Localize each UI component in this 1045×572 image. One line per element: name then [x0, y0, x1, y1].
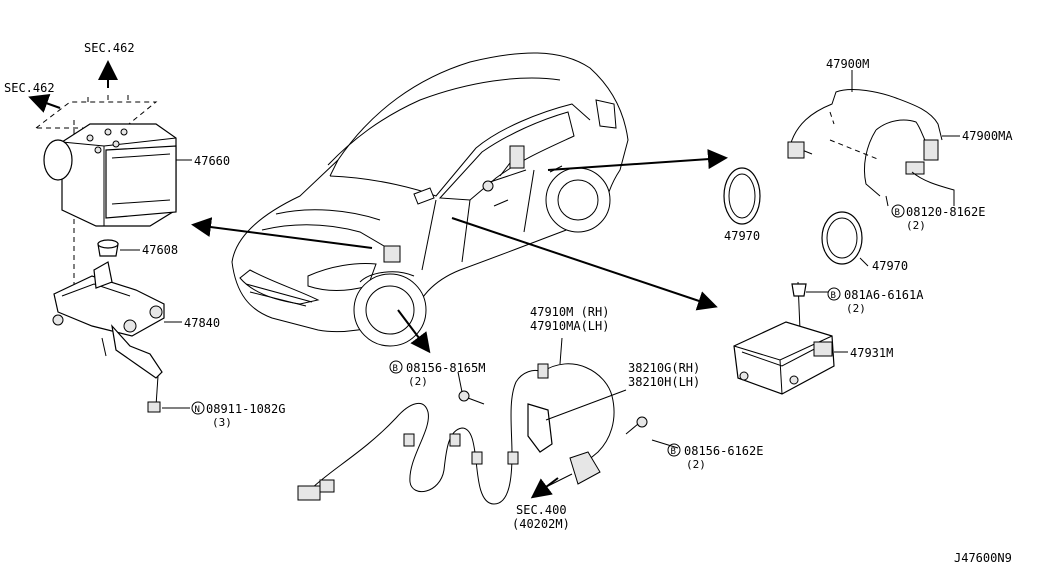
bolt-clip-prefix: B	[671, 447, 676, 457]
sec462-arrow-left	[28, 93, 61, 113]
control-unit-part	[733, 281, 848, 395]
part-47970-b-label: 47970	[872, 259, 908, 273]
bolt-ctrl-qty: (2)	[846, 302, 866, 315]
part-08156-6162e-label: 08156-6162E	[684, 444, 763, 458]
diagram-id: J47600N9	[954, 551, 1012, 565]
rear-sensor-part	[787, 89, 955, 207]
abs-actuator-part	[34, 92, 192, 300]
front-sensor-part	[297, 337, 679, 505]
bolt-rear-callout: B 08120-8162E (2)	[891, 204, 985, 232]
part-38210h-label: 38210H(LH)	[628, 375, 700, 389]
part-47840-label: 47840	[184, 316, 220, 330]
part-47900m-label: 47900M	[826, 57, 869, 71]
bolt-ctrl-prefix: B	[831, 291, 836, 301]
part-08911-1082g-label: 08911-1082G	[206, 402, 285, 416]
leader-arrows	[191, 149, 728, 354]
sec462-top-label: SEC.462	[84, 41, 135, 55]
part-47970-a-label: 47970	[724, 229, 760, 243]
sec400-label: SEC.400	[516, 503, 567, 517]
nut-prefix: N	[195, 405, 200, 415]
vehicle-illustration	[231, 52, 629, 347]
bolt-front-callout: B 08156-8165M (2)	[389, 360, 485, 388]
bolt-clip-qty: (2)	[686, 458, 706, 471]
bracket-part	[52, 261, 190, 413]
nut-qty: (3)	[212, 416, 232, 429]
sec400-ref-label: (40202M)	[512, 517, 570, 531]
bolt-clip-callout: B 08156-6162E (2)	[667, 443, 763, 471]
part-47660-label: 47660	[194, 154, 230, 168]
sec400-arrow	[530, 477, 559, 499]
part-47910m-label: 47910M (RH)	[530, 305, 609, 319]
part-47900ma-label: 47900MA	[962, 129, 1013, 143]
part-38210g-label: 38210G(RH)	[628, 361, 700, 375]
bolt-front-qty: (2)	[408, 375, 428, 388]
part-08156-8165m-label: 08156-8165M	[406, 361, 485, 375]
sensor-rotor-b	[821, 211, 869, 267]
nut-callout: N 08911-1082G (3)	[191, 401, 285, 429]
part-47931m-label: 47931M	[850, 346, 893, 360]
sensor-rotor-a	[723, 167, 761, 225]
sec462-left-label: SEC.462	[4, 81, 55, 95]
grommet-part	[97, 239, 140, 257]
part-47910ma-label: 47910MA(LH)	[530, 319, 609, 333]
part-08120-8162e-label: 08120-8162E	[906, 205, 985, 219]
bolt-rear-prefix: B	[895, 208, 900, 218]
bolt-rear-qty: (2)	[906, 219, 926, 232]
part-47608-label: 47608	[142, 243, 178, 257]
part-081a6-6161a-label: 081A6-6161A	[844, 288, 924, 302]
bolt-front-prefix: B	[393, 364, 398, 374]
bolt-ctrl-callout: B 081A6-6161A (2)	[827, 287, 924, 315]
